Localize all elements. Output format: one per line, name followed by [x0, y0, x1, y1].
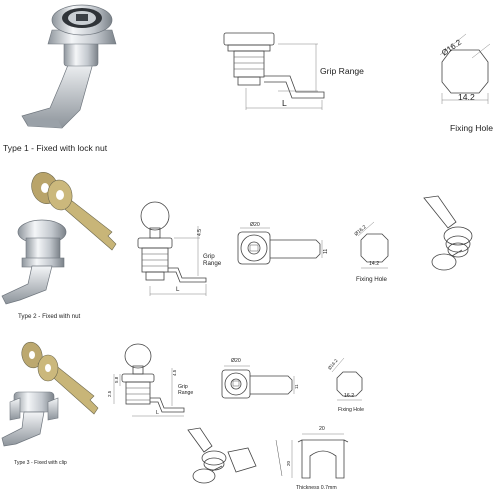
- type1-caption: Type 1 - Fixed with lock nut: [3, 143, 108, 153]
- type3-cam-width-label: 11: [294, 384, 299, 389]
- type3-clip-width-label: 20: [319, 426, 325, 432]
- type3-fixing-hole-label: Fixing Hole: [338, 407, 364, 413]
- key-icon: [431, 249, 463, 271]
- key-icon: [192, 465, 223, 484]
- type1-grip-range-label: Grip Range: [320, 66, 364, 76]
- type2-hole-width-label: 14.2: [369, 261, 380, 267]
- type3-length-label: L: [156, 410, 159, 416]
- type1-fixing-hole-label: Fixing Hole: [450, 123, 493, 133]
- type2-length-label: L: [176, 286, 180, 293]
- type3-dim-b-label: 5.8: [114, 376, 119, 383]
- type3-thickness-label: Thickness 0.7mm: [296, 485, 337, 491]
- type3-caption: Type 3 - Fixed with clip: [14, 460, 67, 466]
- type3-clip-height-label: 20: [286, 460, 291, 466]
- type3-grip-range-label: Grip Range: [178, 384, 194, 396]
- type3-dim-a-label: 2.5: [107, 390, 112, 397]
- type2-face-diameter-label: Ø20: [250, 222, 260, 228]
- type2-cam-width-label: 11: [323, 249, 329, 254]
- type1-length-label: L: [282, 98, 287, 108]
- type2-side-dim-label: 4.5: [197, 229, 203, 236]
- type2-grip-range-label: Grip Range: [203, 253, 222, 267]
- type3-side-dim-label: 4.5: [172, 369, 177, 376]
- type2-caption: Type 2 - Fixed with nut: [18, 313, 81, 320]
- type1-hole-width-label: 14.2: [458, 92, 475, 102]
- type2-fixing-hole-label: Fixing Hole: [356, 276, 387, 283]
- key-icon: [37, 354, 59, 382]
- key-icon: [47, 179, 73, 211]
- type3-face-diameter-label: Ø20: [231, 358, 241, 364]
- type3-hole-width-label: 16.2: [344, 393, 355, 399]
